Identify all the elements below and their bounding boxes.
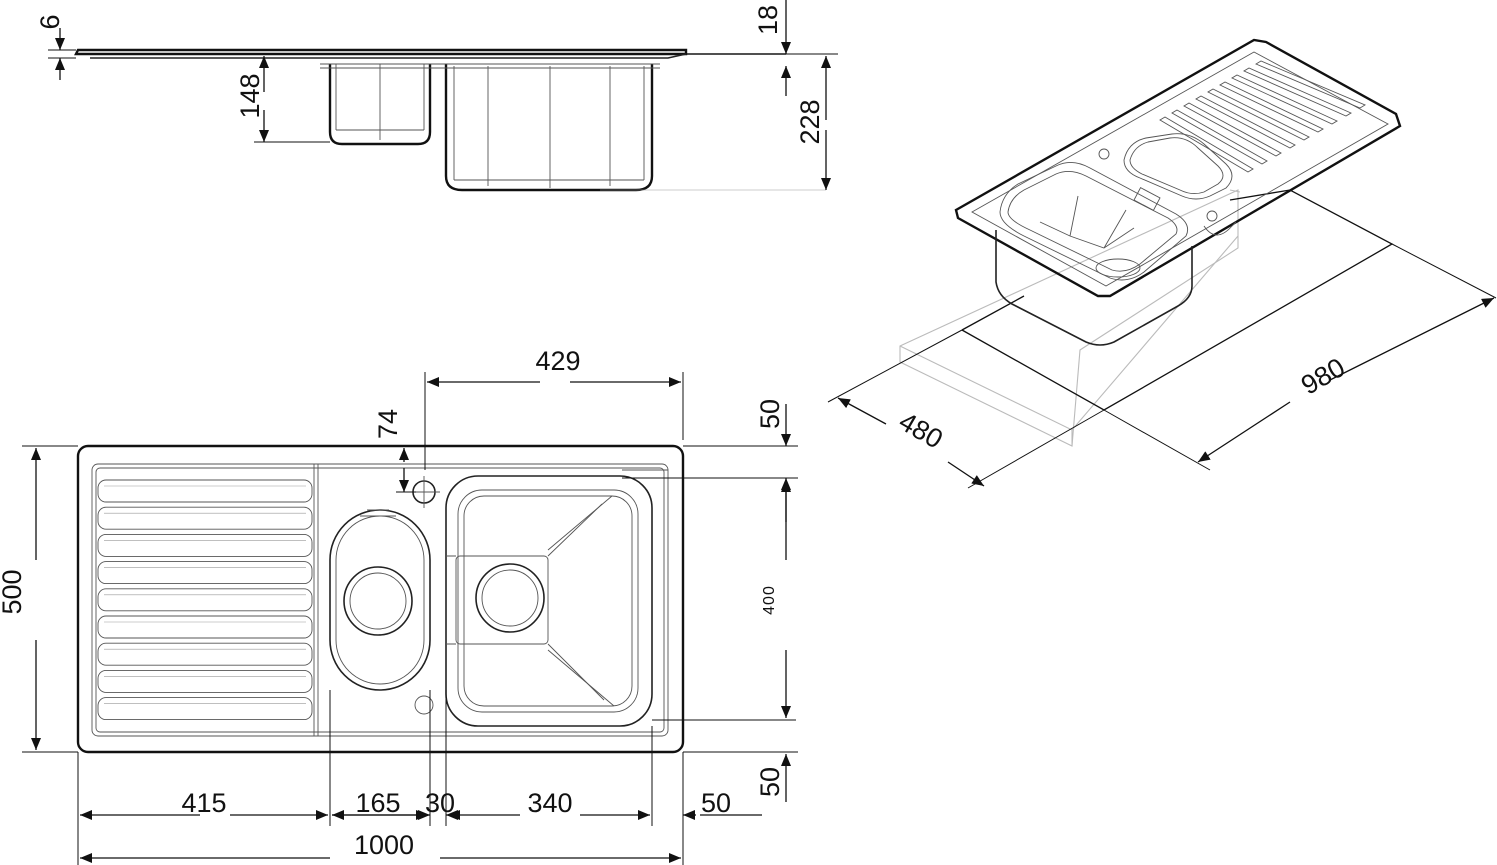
dim-label-cutout-width: 980 [1296,352,1350,401]
drainer-rib [97,669,313,693]
iso-sink [954,38,1402,346]
dim-overall-height: 500 [0,445,78,753]
dim-bowl-height: 400 [652,480,796,721]
dim-cutout-depth: 480 [827,329,1105,489]
dim-label-cutout-depth: 480 [894,406,948,455]
dim-overall-depth: 228 [786,53,838,190]
iso-drainer-rib [1159,116,1254,173]
dim-label-drainer-width: 415 [181,788,226,818]
large-bowl [445,475,653,727]
drainer-rib [97,642,313,666]
dim-label-overall-height: 500 [0,569,27,614]
dim-label-small-bowl-depth: 148 [235,73,265,118]
drainer-rib [97,533,313,557]
drainer-rib [97,479,313,503]
dim-label-right-margin: 50 [701,788,731,818]
side-view: 6 18 148 228 [35,0,838,192]
iso-drainer-rib [1219,81,1324,133]
iso-countertop [899,189,1394,447]
side-view-sink-profile [74,48,826,192]
dim-tap-hole-offset-y: 74 [373,409,416,493]
dim-rim-height: 18 [686,0,796,96]
dim-label-overall-depth: 228 [795,99,825,144]
dim-label-rim-height: 18 [753,5,783,35]
dim-cutout-width: 980 [1103,243,1497,471]
drainer-rib [97,561,313,585]
iso-drainer-rib [1195,95,1296,149]
iso-drainer-rib [1243,67,1352,117]
iso-view: 980 480 [827,38,1497,489]
drainer-ribs [97,479,313,721]
dim-bottom-margin: 50 [683,751,798,802]
drainer-rib [97,697,313,721]
dim-label-bowl-height: 400 [761,585,778,615]
dim-label-overall-width: 1000 [354,830,414,860]
dim-label-top-thickness: 6 [35,14,65,29]
drainer-rib [97,506,313,530]
dim-label-divider-width: 30 [425,788,455,818]
dim-label-large-bowl-width: 340 [527,788,572,818]
plan-view: 429 74 50 500 400 [0,346,798,865]
iso-drainer-ribs [1159,60,1366,173]
dim-label-tap-hole-offset-x: 429 [535,346,580,376]
iso-drainer-rib [1171,109,1268,165]
iso-drainer-rib [1255,60,1366,109]
overflow-hole [414,695,434,715]
drainer-rib [97,615,313,639]
dim-small-bowl-depth: 148 [235,56,330,143]
iso-drainer-rib [1183,102,1282,157]
iso-drainer-rib [1231,74,1338,125]
drainer-rib [97,588,313,612]
dim-top-margin: 50 [622,399,798,522]
dim-label-bottom-margin: 50 [755,767,785,797]
dim-tap-hole-offset-x: 429 [424,346,684,470]
dim-label-tap-hole-offset-y: 74 [373,409,403,439]
dim-chain-widths: 415 165 30 340 50 1000 [77,690,762,865]
dim-label-top-margin: 50 [755,399,785,429]
dim-label-small-bowl-width: 165 [355,788,400,818]
small-bowl [329,509,431,691]
dim-top-thickness: 6 [35,14,76,80]
sink-outline [76,444,685,754]
iso-drainer-rib [1207,88,1310,141]
